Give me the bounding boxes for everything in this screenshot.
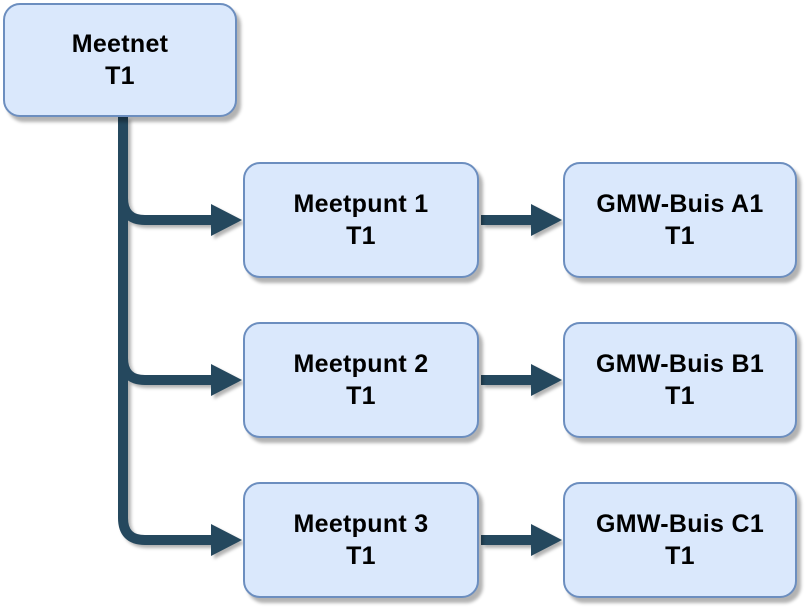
arrowhead-icon [531, 364, 562, 396]
edge-meetnet-to-meetpunt-3 [118, 117, 242, 556]
edge-meetnet-to-meetpunt-2 [118, 117, 242, 396]
edge-meetpunt-1-to-gmw-buis-a1 [481, 204, 562, 236]
node-subtitle: T1 [346, 222, 376, 250]
node-subtitle: T1 [105, 62, 135, 90]
edge-line [118, 117, 213, 545]
edge-meetpunt-2-to-gmw-buis-b1 [481, 364, 562, 396]
arrowhead-icon [211, 524, 242, 556]
node-subtitle: T1 [665, 222, 695, 250]
edge-line [118, 117, 213, 385]
edge-line [118, 117, 213, 225]
arrowhead-icon [211, 364, 242, 396]
edge-meetnet-to-meetpunt-1 [118, 117, 242, 236]
node-gmw-buis-b1[interactable]: GMW-Buis B1 T1 [563, 322, 797, 438]
node-label: Meetpunt 2 T1 [294, 348, 429, 412]
arrowhead-icon [531, 524, 562, 556]
edge-meetpunt-3-to-gmw-buis-c1 [481, 524, 562, 556]
node-gmw-buis-c1[interactable]: GMW-Buis C1 T1 [563, 482, 797, 598]
node-subtitle: T1 [665, 382, 695, 410]
node-title: GMW-Buis B1 [595, 350, 765, 378]
node-title: GMW-Buis A1 [596, 190, 764, 218]
node-subtitle: T1 [346, 542, 376, 570]
node-label: Meetnet T1 [72, 28, 169, 92]
node-gmw-buis-a1[interactable]: GMW-Buis A1 T1 [563, 162, 797, 278]
node-title: GMW-Buis C1 [595, 510, 765, 538]
arrowhead-icon [211, 204, 242, 236]
node-meetpunt-3[interactable]: Meetpunt 3 T1 [243, 482, 479, 598]
node-title: Meetnet [71, 30, 169, 58]
node-label: Meetpunt 1 T1 [294, 188, 429, 252]
node-meetpunt-1[interactable]: Meetpunt 1 T1 [243, 162, 479, 278]
node-title: Meetpunt 1 [293, 190, 429, 218]
node-label: Meetpunt 3 T1 [294, 508, 429, 572]
node-meetnet[interactable]: Meetnet T1 [3, 3, 237, 117]
arrowhead-icon [531, 204, 562, 236]
node-subtitle: T1 [346, 382, 376, 410]
node-subtitle: T1 [665, 542, 695, 570]
node-title: Meetpunt 3 [293, 510, 429, 538]
node-label: GMW-Buis A1 T1 [596, 188, 763, 252]
node-title: Meetpunt 2 [293, 350, 429, 378]
node-meetpunt-2[interactable]: Meetpunt 2 T1 [243, 322, 479, 438]
node-label: GMW-Buis C1 T1 [596, 508, 764, 572]
node-label: GMW-Buis B1 T1 [596, 348, 764, 412]
